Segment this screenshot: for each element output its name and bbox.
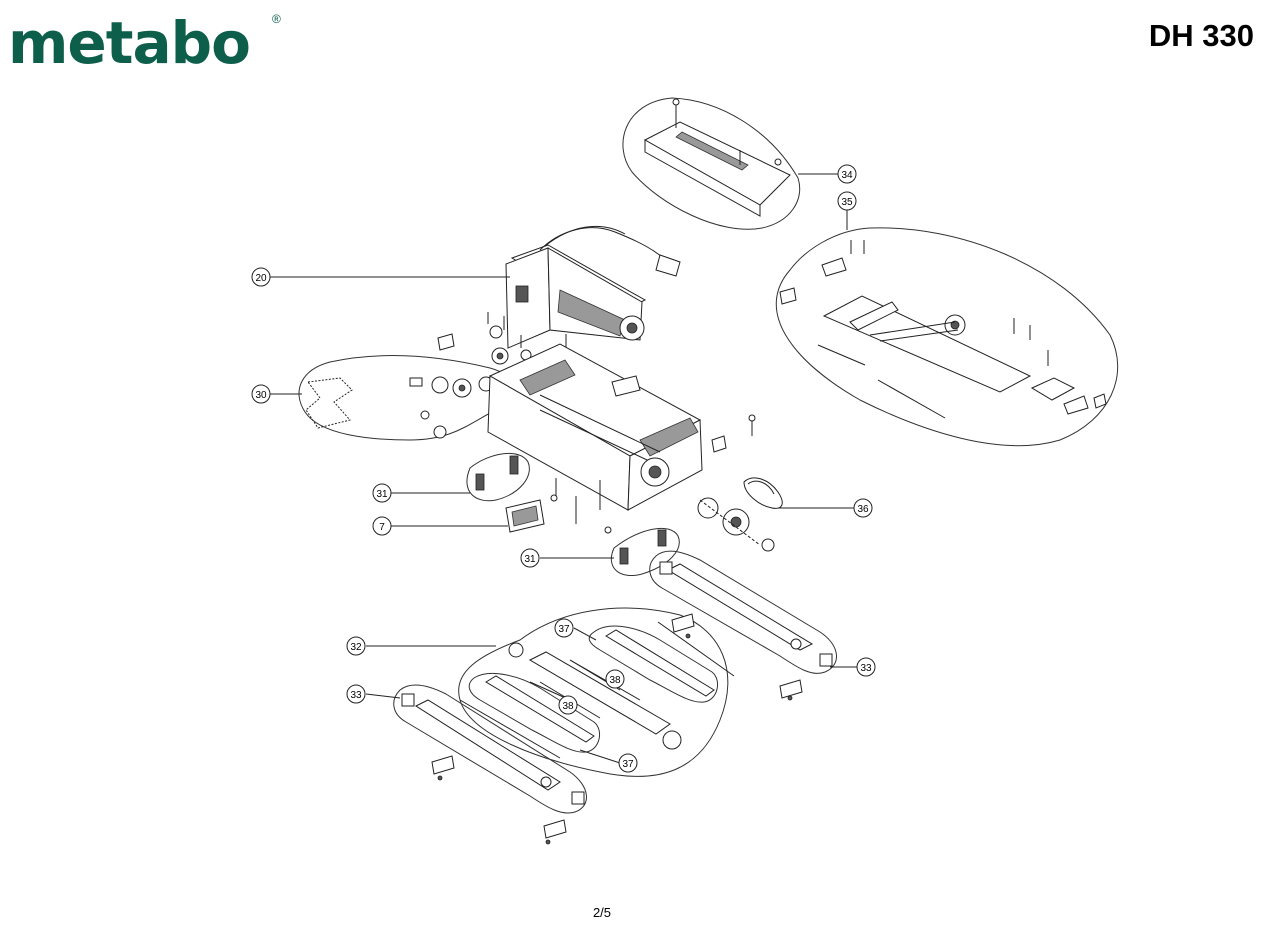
callout-31-left: 31 xyxy=(372,483,392,503)
svg-text:30: 30 xyxy=(255,390,267,401)
svg-text:20: 20 xyxy=(255,273,267,284)
callout-31-middle: 31 xyxy=(520,548,540,568)
svg-text:35: 35 xyxy=(841,197,853,208)
callout-32: 32 xyxy=(346,636,366,656)
roller-brackets xyxy=(431,613,803,845)
model-title: DH 330 xyxy=(1148,18,1254,53)
svg-text:37: 37 xyxy=(622,759,634,770)
svg-text:31: 31 xyxy=(524,554,536,565)
svg-text:33: 33 xyxy=(350,690,362,701)
svg-text:36: 36 xyxy=(857,504,869,515)
callout-38-lower: 38 xyxy=(558,695,578,715)
page-number: 2/5 xyxy=(592,905,612,920)
cover-assembly xyxy=(622,97,801,230)
callout-30: 30 xyxy=(251,384,271,404)
depth-mechanism-assembly xyxy=(775,227,1119,447)
spring-pair-left xyxy=(466,452,530,502)
callout-33-upper: 33 xyxy=(856,657,876,677)
motor-assembly xyxy=(505,225,681,349)
feed-roller-upper xyxy=(649,550,837,674)
cutter-block-assembly xyxy=(458,607,729,777)
gear-drive-assembly xyxy=(298,354,515,441)
callout-35: 35 xyxy=(837,191,857,211)
spring-pair-middle xyxy=(610,527,680,576)
svg-text:32: 32 xyxy=(350,642,362,653)
svg-text:31: 31 xyxy=(376,489,388,500)
svg-text:7: 7 xyxy=(379,522,385,533)
leader-lines xyxy=(270,173,858,764)
label-plate xyxy=(505,499,545,533)
drive-belt-assembly xyxy=(697,477,783,552)
callout-36: 36 xyxy=(853,498,873,518)
svg-text:38: 38 xyxy=(562,701,574,712)
svg-text:33: 33 xyxy=(860,663,872,674)
planer-frame xyxy=(487,343,756,534)
registered-mark: ® xyxy=(272,12,281,26)
callout-7: 7 xyxy=(372,516,392,536)
svg-text:37: 37 xyxy=(558,624,570,635)
planer-knife-upper xyxy=(588,621,735,703)
callout-34: 34 xyxy=(837,164,857,184)
callout-38-upper: 38 xyxy=(605,669,625,689)
callout-33-lower: 33 xyxy=(346,684,366,704)
callout-37-upper: 37 xyxy=(554,618,574,638)
callout-20: 20 xyxy=(251,267,271,287)
metabo-logo: metabo xyxy=(8,9,251,77)
callout-37-lower: 37 xyxy=(618,753,638,773)
feed-roller-lower xyxy=(393,684,587,814)
svg-text:34: 34 xyxy=(841,170,853,181)
svg-text:38: 38 xyxy=(609,675,621,686)
